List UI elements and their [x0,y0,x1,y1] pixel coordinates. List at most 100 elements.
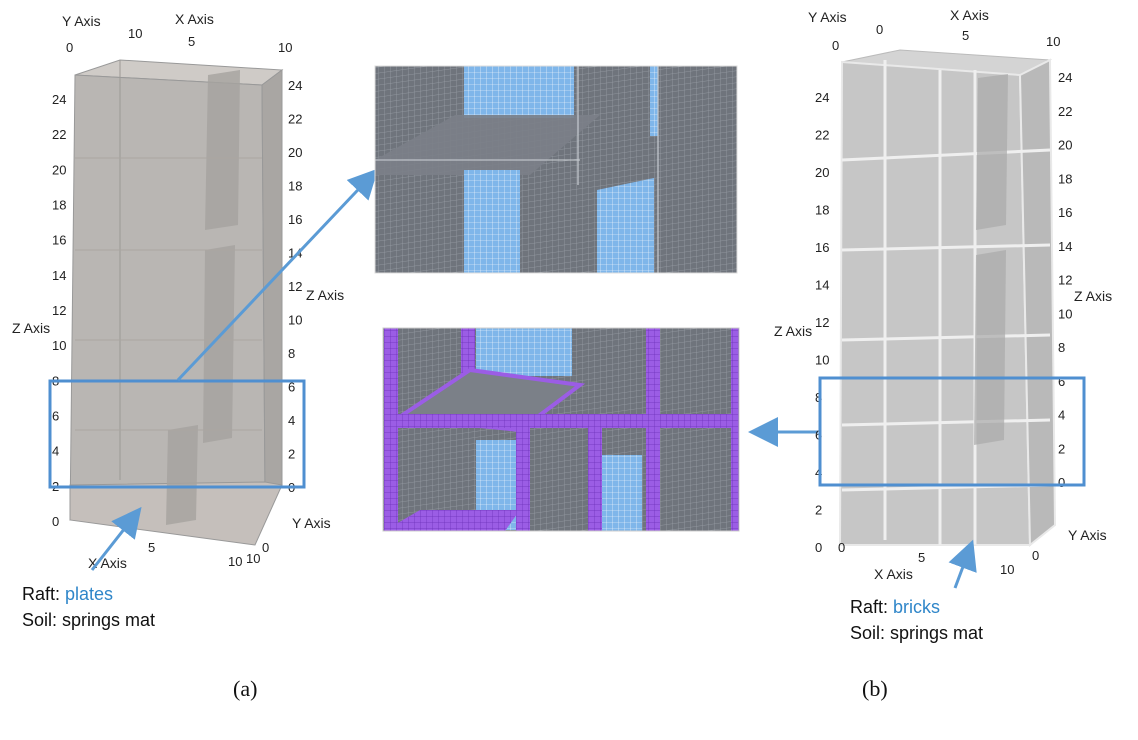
panel-b-raft-prefix: Raft: [850,597,894,617]
panel-a-bottom-x-tick: 5 [148,540,155,555]
panel-a-left-tick: 22 [52,127,66,142]
panel-a-left-tick: 18 [52,198,66,213]
panel-a-right-tick: 16 [288,212,302,227]
panel-a-right-tick: 18 [288,179,302,194]
panel-a-top-tick: 10 [128,26,142,41]
panel-b-left-tick: 10 [815,353,829,368]
panel-b-axes-text: Y Axis X Axis 0 0 5 10 Z Axis Z Axis Y A… [774,7,1112,701]
panel-a-right-tick: 12 [288,279,302,294]
panel-a-raft-line: Raft: plates [22,581,155,607]
panel-b-right-tick: 4 [1058,408,1065,423]
panel-b-left-tick: 0 [815,540,822,555]
panel-a-right-tick: 2 [288,447,295,462]
panel-b-right-tick: 16 [1058,205,1072,220]
panel-b-bottom-x-tick: 0 [838,540,845,555]
panel-a-zoom-arrow [176,168,379,382]
panel-b-left-tick: 2 [815,503,822,518]
panel-a-y-axis-top-label: Y Axis [62,13,101,29]
panel-a-right-tick: 6 [288,380,295,395]
panel-b-top-tick: 0 [832,38,839,53]
panel-b-left-tick: 22 [815,128,829,143]
panel-a-bottom-y-tick: 0 [262,540,269,555]
panel-a-caption: (a) [233,676,257,701]
panel-a-left-tick: 4 [52,444,59,459]
panel-b-model [838,49,1057,548]
panel-a-raft-arrow [90,506,142,571]
panel-b-right-tick: 6 [1058,374,1065,389]
panel-a-right-tick: 8 [288,346,295,361]
panel-b-left-tick: 12 [815,315,829,330]
panel-a-raft-prefix: Raft: [22,584,66,604]
panel-a-bottom-x-tick: 10 [228,554,242,569]
panel-b-z-axis-right-label: Z Axis [1074,288,1112,304]
panel-a-left-tick: 14 [52,268,66,283]
panel-a-bottom-y-tick: 10 [246,551,260,566]
panel-b-right-tick: 10 [1058,306,1072,321]
panel-b-right-tick: 22 [1058,104,1072,119]
panel-b-top-tick: 0 [876,22,883,37]
panel-a-model [69,59,284,546]
panel-b-left-tick: 24 [815,90,829,105]
panel-b-right-tick: 0 [1058,475,1065,490]
panel-a-left-tick: 24 [52,92,66,107]
panel-b-x-axis-top-label: X Axis [950,7,989,23]
panel-a-right-tick: 10 [288,313,302,328]
panel-b-soil-line: Soil: springs mat [850,623,984,643]
panel-a-top-tick: 0 [66,40,73,55]
panel-a-top-tick: 5 [188,34,195,49]
panel-a-right-tick: 22 [288,112,302,127]
panel-b-raft-line: Raft: bricks [850,594,983,620]
panel-b-right-tick: 12 [1058,273,1072,288]
panel-b-x-axis-bottom-label: X Axis [874,566,913,582]
panel-b-caption: (b) [862,676,888,701]
panel-a-left-tick: 0 [52,514,59,529]
panel-a-left-tick: 20 [52,162,66,177]
panel-a-x-axis-top-label: X Axis [175,11,214,27]
panel-a-z-axis-left-label: Z Axis [12,320,50,336]
panel-a-z-axis-right-label: Z Axis [306,287,344,303]
panel-a-left-tick: 16 [52,233,66,248]
zoom-plates-mesh [374,65,738,274]
panel-a-right-tick: 24 [288,78,302,93]
panel-b-right-tick: 18 [1058,171,1072,186]
panel-a-right-tick: 14 [288,246,302,261]
panel-a-highlight-box [48,379,306,489]
panel-a-left-tick: 6 [52,409,59,424]
panel-b-bottom-x-tick: 5 [918,550,925,565]
panel-a-note: Raft: plates Soil: springs mat [22,581,155,633]
panel-a-x-axis-bottom-label: X Axis [88,555,127,571]
panel-b-left-tick: 20 [815,165,829,180]
panel-b-note: Raft: bricks Soil: springs mat [850,594,983,646]
panel-b-left-tick: 14 [815,278,829,293]
panel-b-bottom-y-tick: 0 [1032,548,1039,563]
panel-b-right-tick: 14 [1058,239,1072,254]
panel-a-left-tick: 12 [52,303,66,318]
panel-b-left-tick: 16 [815,240,829,255]
panel-a-right-tick: 20 [288,145,302,160]
panel-b-bottom-x-tick: 10 [1000,562,1014,577]
zoom-bricks-mesh [382,327,740,532]
panel-a-left-tick: 10 [52,338,66,353]
panel-a-top-tick: 10 [278,40,292,55]
panel-b-right-tick: 2 [1058,441,1065,456]
panel-b-y-axis-top-label: Y Axis [808,9,847,25]
panel-a-right-tick: 4 [288,413,295,428]
panel-b-right-tick: 8 [1058,340,1065,355]
panel-a-soil-line: Soil: springs mat [22,610,156,630]
panel-b-y-axis-bottom-label: Y Axis [1068,527,1107,543]
panel-b-raft-value: bricks [893,597,941,617]
panel-a-axes-text: Y Axis X Axis 0 10 5 10 Z Axis Z Axis Y … [12,11,344,701]
panel-b-raft-arrow [948,539,977,589]
panel-b-top-tick: 10 [1046,34,1060,49]
panel-b-right-tick: 20 [1058,138,1072,153]
panel-a-raft-value: plates [65,584,114,604]
panel-b-z-axis-left-label: Z Axis [774,323,812,339]
panel-b-top-tick: 5 [962,28,969,43]
panel-b-left-tick: 18 [815,203,829,218]
panel-b-right-tick: 24 [1058,70,1072,85]
